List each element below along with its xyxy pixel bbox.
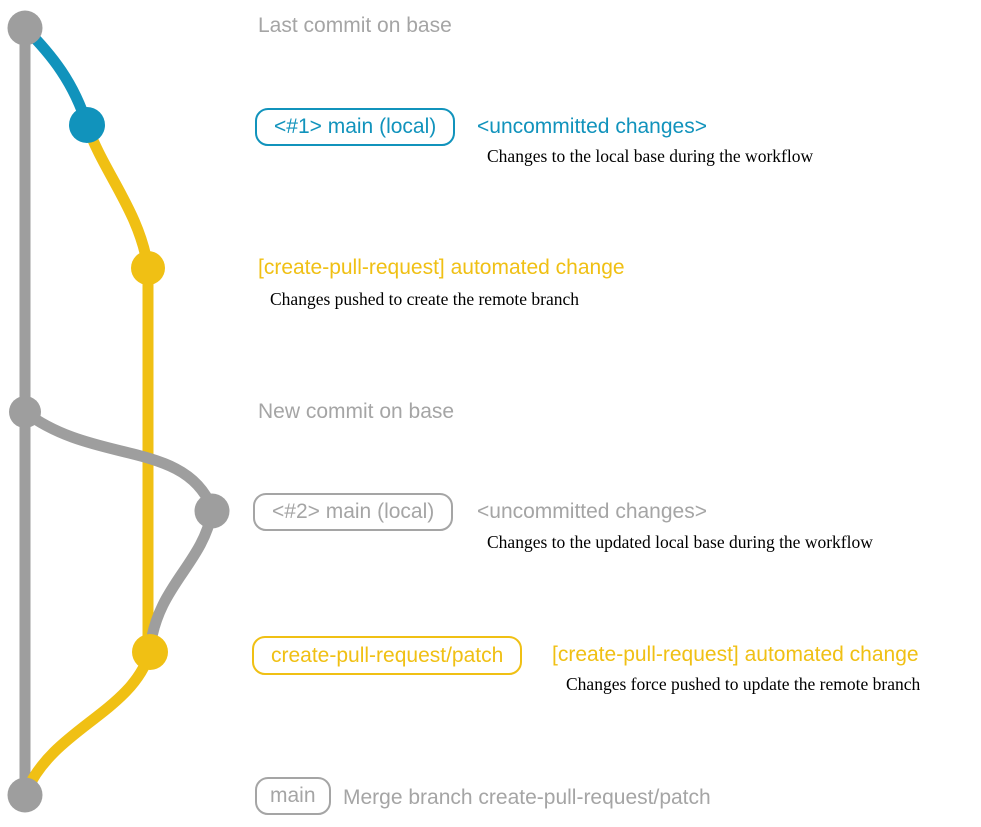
updated-base-curve-top: [21, 407, 218, 511]
automated-change-note-2: Changes force pushed to update the remot…: [566, 674, 921, 694]
last-commit-label: Last commit on base: [258, 14, 452, 37]
commit-dot-automated-2: [132, 634, 168, 670]
commit-dot-merge: [7, 777, 43, 813]
automated-change-note-1: Changes pushed to create the remote bran…: [270, 289, 580, 309]
branch-badge-main-local-1: <#1> main (local): [255, 108, 456, 146]
uncommitted-changes-note-1: Changes to the local base during the wor…: [487, 146, 814, 166]
uncommitted-changes-note-2: Changes to the updated local base during…: [487, 532, 873, 552]
commit-dot-new-base: [9, 396, 41, 428]
branch-badge-patch: create-pull-request/patch: [252, 636, 523, 675]
merge-commit-title: Merge branch create-pull-request/patch: [343, 786, 711, 809]
branch-badge-label: <#1> main (local): [274, 115, 437, 138]
updated-base-curve-bottom: [144, 510, 218, 649]
commit-dot-last-base: [7, 10, 43, 46]
uncommitted-changes-title-1: <uncommitted changes>: [477, 115, 707, 138]
branch-badge-label: create-pull-request/patch: [271, 643, 504, 667]
commit-dot-uncommitted-2: [194, 493, 230, 529]
automated-change-title-2: [create-pull-request] automated change: [552, 643, 919, 666]
branch-badge-label: main: [270, 784, 316, 807]
new-commit-label: New commit on base: [258, 400, 455, 423]
commit-dot-automated-1: [131, 251, 165, 285]
uncommitted-changes-title-2: <uncommitted changes>: [477, 500, 707, 523]
branch-badge-label: <#2> main (local): [272, 500, 435, 523]
branch-badge-main: main: [255, 777, 331, 815]
patch-branch-merge-curve: [21, 650, 156, 793]
patch-branch-curve-top: [81, 123, 154, 269]
branch-badge-main-local-2: <#2> main (local): [253, 493, 454, 531]
commit-dot-uncommitted-1: [69, 107, 105, 143]
automated-change-title-1: [create-pull-request] automated change: [258, 256, 625, 279]
